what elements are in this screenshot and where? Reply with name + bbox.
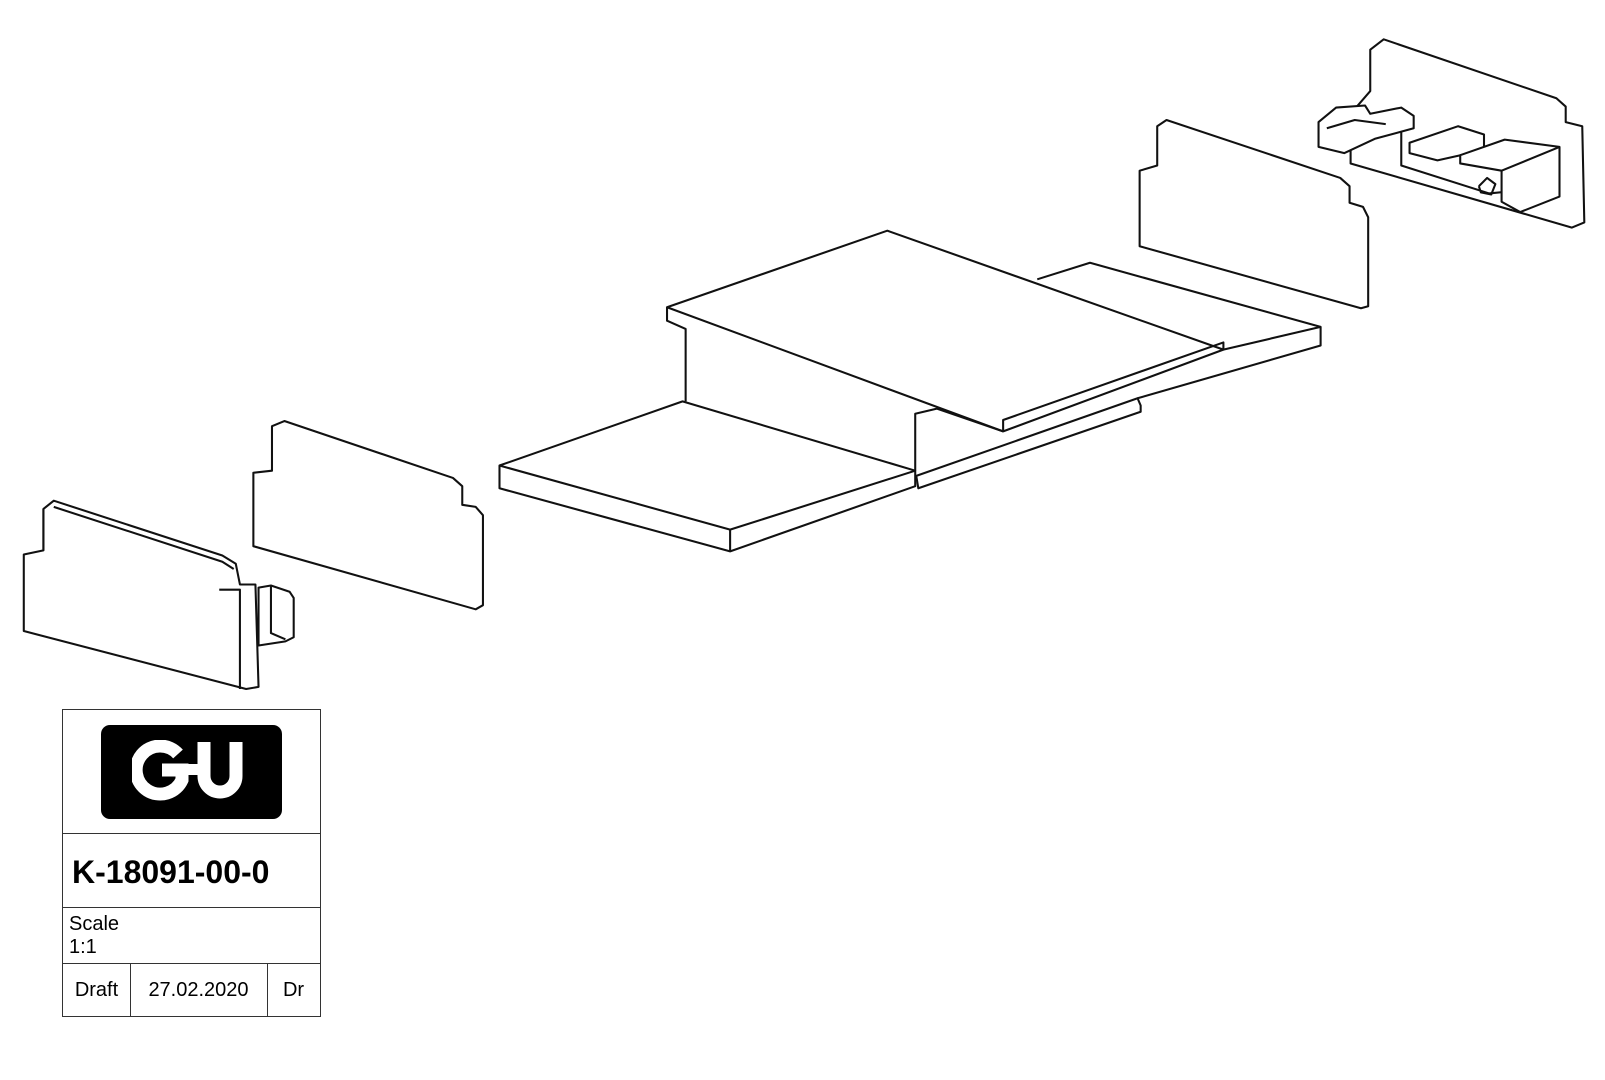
status: Draft [63,964,131,1016]
left-end-plate [252,420,484,611]
scale-cell: Scale 1:1 [63,908,320,964]
part-number: K-18091-00-0 [72,854,270,890]
gu-logo [101,725,282,819]
revision-row: Draft 27.02.2020 Dr [63,964,320,1016]
drawn-by: Dr [282,978,305,1001]
gu-logo-mark [131,740,242,801]
title-block: K-18091-00-0 Scale 1:1 Draft 27.02.2020 … [62,709,321,1017]
right-end-cap-with-clip [1317,38,1586,229]
left-end-cap-with-plug [22,499,295,690]
date: 27.02.2020 [130,964,268,1016]
right-end-plate [1138,118,1370,310]
logo-cell [63,710,320,834]
scale-label: Scale [69,913,120,935]
scale-value: 1:1 [69,936,97,958]
base-profile [498,229,1322,553]
part-number-cell: K-18091-00-0 [63,834,320,908]
